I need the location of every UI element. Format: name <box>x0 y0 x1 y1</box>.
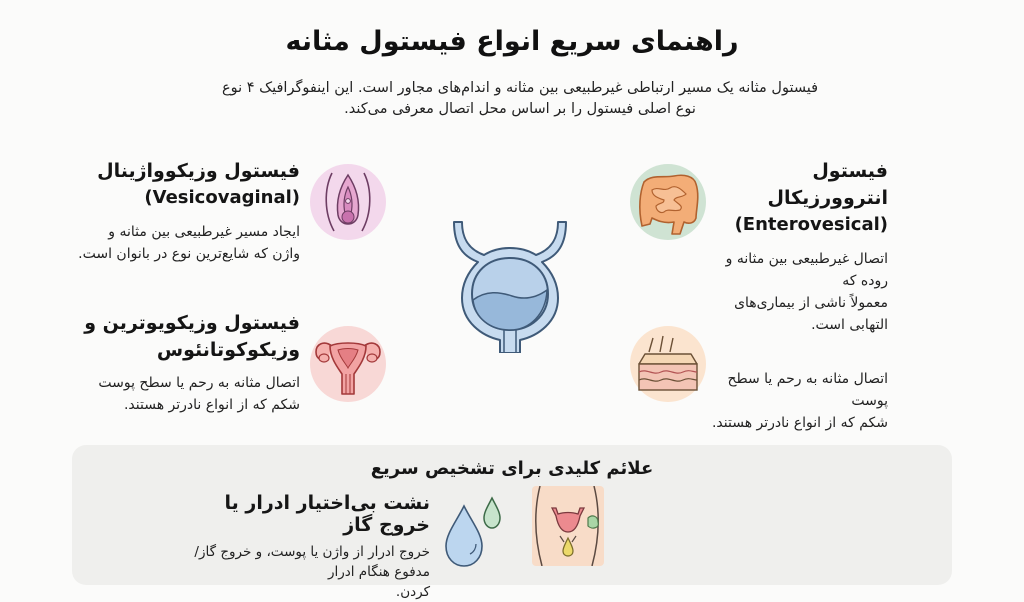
intestine-icon <box>639 174 699 235</box>
symptom-description: خروج ادرار از واژن یا پوست، و خروج گاز/م… <box>180 542 430 602</box>
vesicocutaneous-icon-circle <box>630 326 706 402</box>
vesicouterine-title-line-1: فیستول وزیکویوترین و <box>84 312 300 334</box>
vesicovaginal-description: ایجاد مسیر غیرطبیعی بین مثانه و واژن که … <box>60 221 300 265</box>
description-line: کردن. <box>395 584 430 600</box>
water-drops-icon <box>440 496 510 568</box>
intro-text: فیستول مثانه یک مسیر ارتباطی غیرطبیعی بی… <box>180 78 860 120</box>
symptom-item: نشت بی‌اختیار ادرار یا خروج گاز خروج ادر… <box>180 492 430 602</box>
vesicovaginal-subtitle: (Vesicovaginal) <box>144 187 300 208</box>
bladder-icon <box>440 218 580 354</box>
vesicocutaneous-description: اتصال مثانه به رحم یا سطح پوست شکم که از… <box>700 368 888 434</box>
description-line: واژن که شایع‌ترین نوع در بانوان است. <box>78 246 300 262</box>
description-line: خروج ادرار از واژن یا پوست، و خروج گاز/م… <box>194 544 430 580</box>
enterovesical-icon-circle <box>630 164 706 240</box>
pelvis-leak-icon <box>532 485 604 567</box>
vesicouterine-title-line-2: وزیکوکوتانئوس <box>156 339 300 361</box>
description-line: معمولاً ناشی از بیماری‌های التهابی است. <box>734 295 888 333</box>
symptoms-title: علائم کلیدی برای تشخیص سریع <box>370 458 654 479</box>
vesicocutaneous-card: اتصال مثانه به رحم یا سطح پوست شکم که از… <box>700 368 888 434</box>
page-title: راهنمای سریع انواع فیستول مثانه <box>285 26 739 57</box>
vesicovaginal-card: فیستول وزیکوواژینال (Vesicovaginal) ایجا… <box>60 158 300 265</box>
enterovesical-subtitle: (Enterovesical) <box>734 214 888 235</box>
vesicouterine-description: اتصال مثانه به رحم یا سطح پوست شکم که از… <box>60 372 300 416</box>
uterus-icon <box>315 342 381 395</box>
intro-line-2: نوع اصلی فیستول را بر اساس محل اتصال معر… <box>344 101 696 117</box>
vulva-icon <box>325 172 371 232</box>
vesicouterine-icon-circle <box>310 326 386 402</box>
description-line: ایجاد مسیر غیرطبیعی بین مثانه و <box>108 224 300 240</box>
skin-layers-icon <box>638 335 698 391</box>
vesicovaginal-title: فیستول وزیکوواژینال <box>97 160 300 182</box>
vesicovaginal-icon-circle <box>310 164 386 240</box>
vesicouterine-card: فیستول وزیکویوترین و وزیکوکوتانئوس اتصال… <box>60 310 300 416</box>
symptoms-panel <box>72 445 952 585</box>
description-line: شکم که از انواع نادرتر هستند. <box>711 415 888 431</box>
enterovesical-card: فیستول انتروورزیکال (Enterovesical) اتصا… <box>700 158 888 336</box>
intro-line-1: فیستول مثانه یک مسیر ارتباطی غیرطبیعی بی… <box>221 80 819 96</box>
description-line: اتصال مثانه به رحم یا سطح پوست <box>727 371 888 409</box>
description-line: شکم که از انواع نادرتر هستند. <box>123 397 300 413</box>
enterovesical-title: فیستول انتروورزیکال <box>767 160 888 209</box>
description-line: اتصال غیرطبیعی بین مثانه و روده که <box>725 251 888 289</box>
enterovesical-description: اتصال غیرطبیعی بین مثانه و روده که معمول… <box>700 248 888 336</box>
description-line: اتصال مثانه به رحم یا سطح پوست <box>98 375 300 391</box>
symptom-title: نشت بی‌اختیار ادرار یا خروج گاز <box>224 492 431 536</box>
